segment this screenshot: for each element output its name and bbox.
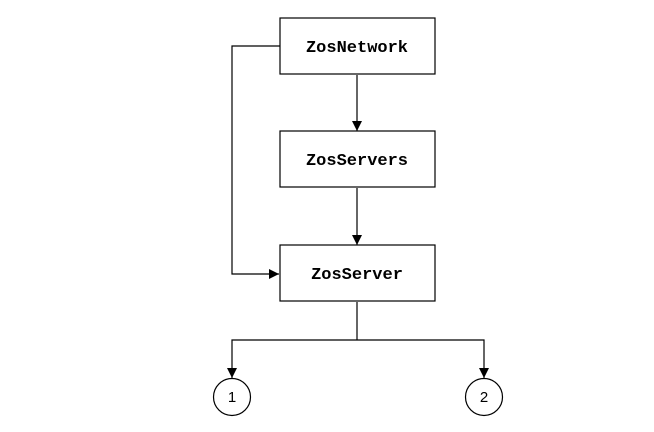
node-zos-network: ZosNetwork [279, 17, 436, 75]
edge-network-to-server-direct [231, 45, 280, 279]
connector-2-label: 2 [480, 389, 488, 406]
node-zos-server: ZosServer [279, 244, 436, 302]
connector-1: 1 [212, 377, 252, 417]
node-zos-server-label: ZosServer [311, 266, 403, 285]
node-zos-network-label: ZosNetwork [306, 39, 408, 58]
node-zos-servers: ZosServers [279, 130, 436, 188]
edge-server-to-connector-2 [357, 339, 489, 378]
connector-1-label: 1 [228, 389, 236, 406]
node-zos-servers-label: ZosServers [306, 152, 408, 171]
connector-2: 2 [464, 377, 504, 417]
edge-server-to-connector-1 [227, 339, 357, 378]
